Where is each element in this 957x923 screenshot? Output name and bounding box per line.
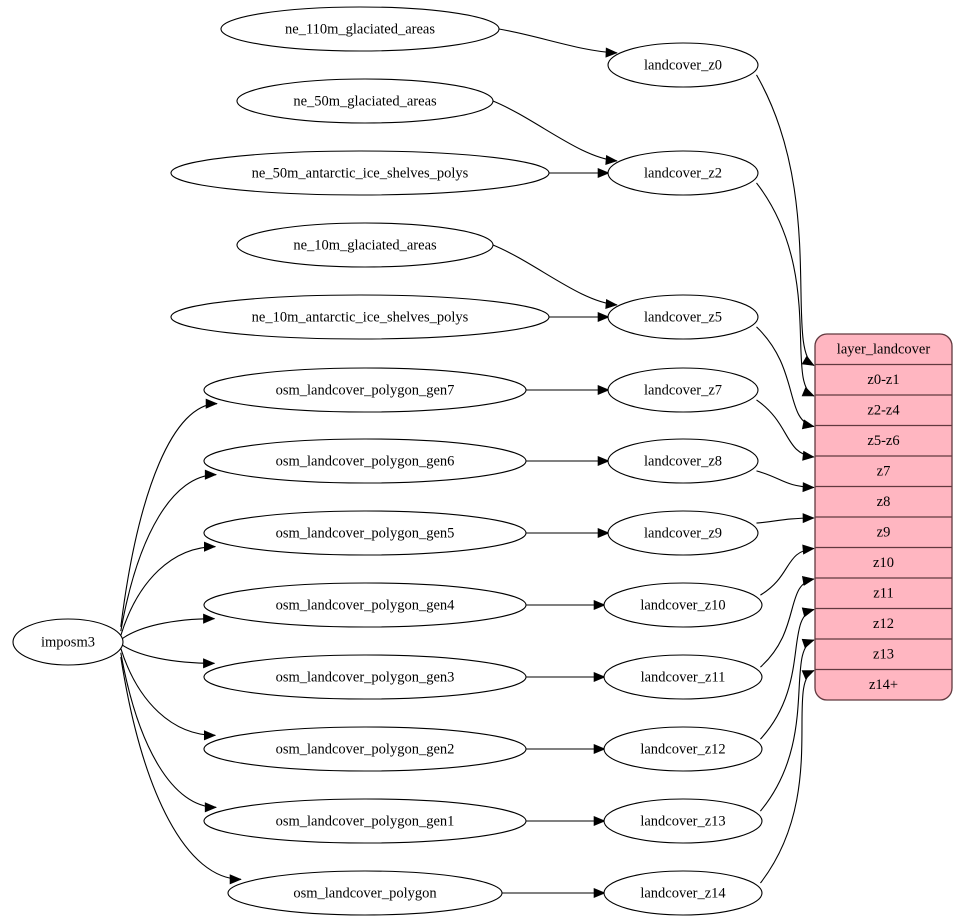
node-shape — [227, 870, 503, 916]
edge — [120, 469, 217, 632]
node-shape — [203, 654, 527, 700]
graph-node-landcover_z7[interactable]: landcover_z7 — [607, 367, 759, 413]
graph-node-landcover_z8[interactable]: landcover_z8 — [607, 438, 759, 484]
node-shape — [203, 367, 527, 413]
edge — [492, 100, 618, 166]
edge — [526, 384, 610, 396]
graph-node-landcover_z11[interactable]: landcover_z11 — [603, 654, 763, 700]
node-shape — [203, 438, 527, 484]
nodes-group: imposm3 ne_110m_glaciated_areas ne_50m_gla… — [12, 6, 763, 916]
edge — [549, 311, 610, 323]
edge — [526, 815, 606, 827]
edge — [120, 648, 217, 741]
edge — [501, 887, 606, 899]
node-shape — [603, 870, 763, 916]
edge — [760, 544, 815, 596]
edge — [120, 541, 217, 636]
layer-table-group: layer_landcoverz0-z1z2-z4z5-z6z7z8z9z10z… — [814, 333, 953, 701]
edge — [549, 167, 610, 179]
node-shape — [203, 798, 527, 844]
graph-node-osm_landcover_polygon_gen3[interactable]: osm_landcover_polygon_gen3 — [203, 654, 527, 700]
edges-group — [120, 28, 815, 899]
node-shape — [603, 726, 763, 772]
edge — [525, 743, 606, 755]
node-shape — [220, 6, 500, 52]
graph-node-imposm3[interactable]: imposm3 — [12, 618, 124, 666]
node-shape — [607, 367, 759, 413]
node-shape — [236, 222, 494, 268]
graph-node-landcover_z9[interactable]: landcover_z9 — [607, 510, 759, 556]
edge — [756, 74, 815, 366]
node-shape — [607, 42, 759, 88]
node-shape — [236, 78, 494, 124]
edge — [756, 182, 815, 397]
graph-node-osm_landcover_polygon_gen1[interactable]: osm_landcover_polygon_gen1 — [203, 798, 527, 844]
graph-node-landcover_z10[interactable]: landcover_z10 — [603, 582, 763, 628]
edge — [526, 671, 606, 683]
node-shape — [603, 798, 763, 844]
edge — [492, 244, 618, 310]
graph-node-landcover_z2[interactable]: landcover_z2 — [607, 150, 759, 196]
graph-node-osm_landcover_polygon_gen2[interactable]: osm_landcover_polygon_gen2 — [203, 726, 527, 772]
edge — [756, 470, 815, 493]
edge — [120, 643, 216, 669]
edge — [120, 656, 242, 885]
edge — [756, 326, 815, 430]
graph-node-osm_landcover_polygon_gen5[interactable]: osm_landcover_polygon_gen5 — [203, 510, 527, 556]
node-shape — [170, 294, 550, 340]
node-shape — [12, 618, 124, 666]
graph-node-landcover_z14[interactable]: landcover_z14 — [603, 870, 763, 916]
edge — [759, 669, 815, 884]
node-shape — [607, 510, 759, 556]
node-shape — [203, 510, 527, 556]
edge — [760, 575, 815, 668]
graph-node-landcover_z0[interactable]: landcover_z0 — [607, 42, 759, 88]
graph-node-landcover_z5[interactable]: landcover_z5 — [607, 294, 759, 340]
edge — [526, 455, 610, 467]
graph-node-ne_10m_antarctic_ice_shelves_polys[interactable]: ne_10m_antarctic_ice_shelves_polys — [170, 294, 550, 340]
layer-landcover-table[interactable]: layer_landcoverz0-z1z2-z4z5-z6z7z8z9z10z… — [814, 333, 953, 701]
node-shape — [603, 582, 763, 628]
graph-node-ne_10m_glaciated_areas[interactable]: ne_10m_glaciated_areas — [236, 222, 494, 268]
node-shape — [203, 726, 527, 772]
edge — [760, 607, 815, 740]
graph-node-landcover_z13[interactable]: landcover_z13 — [603, 798, 763, 844]
graph-node-ne_50m_glaciated_areas[interactable]: ne_50m_glaciated_areas — [236, 78, 494, 124]
edge — [756, 399, 815, 461]
graph-node-ne_110m_glaciated_areas[interactable]: ne_110m_glaciated_areas — [220, 6, 500, 52]
graph-node-osm_landcover_polygon_gen4[interactable]: osm_landcover_polygon_gen4 — [203, 582, 527, 628]
graph-node-landcover_z12[interactable]: landcover_z12 — [603, 726, 763, 772]
graph-node-ne_50m_antarctic_ice_shelves_polys[interactable]: ne_50m_antarctic_ice_shelves_polys — [170, 150, 550, 196]
node-shape — [607, 438, 759, 484]
edge — [120, 398, 218, 627]
node-shape — [603, 654, 763, 700]
edge — [756, 513, 815, 524]
edge — [759, 638, 815, 812]
edge — [120, 613, 216, 641]
graph-node-osm_landcover_polygon[interactable]: osm_landcover_polygon — [227, 870, 503, 916]
edge — [120, 652, 217, 813]
edge — [498, 28, 618, 58]
edge — [526, 527, 610, 539]
node-shape — [607, 294, 759, 340]
graph-node-osm_landcover_polygon_gen7[interactable]: osm_landcover_polygon_gen7 — [203, 367, 527, 413]
edge — [526, 599, 606, 611]
graph-node-osm_landcover_polygon_gen6[interactable]: osm_landcover_polygon_gen6 — [203, 438, 527, 484]
node-shape — [170, 150, 550, 196]
node-shape — [203, 582, 527, 628]
node-shape — [607, 150, 759, 196]
